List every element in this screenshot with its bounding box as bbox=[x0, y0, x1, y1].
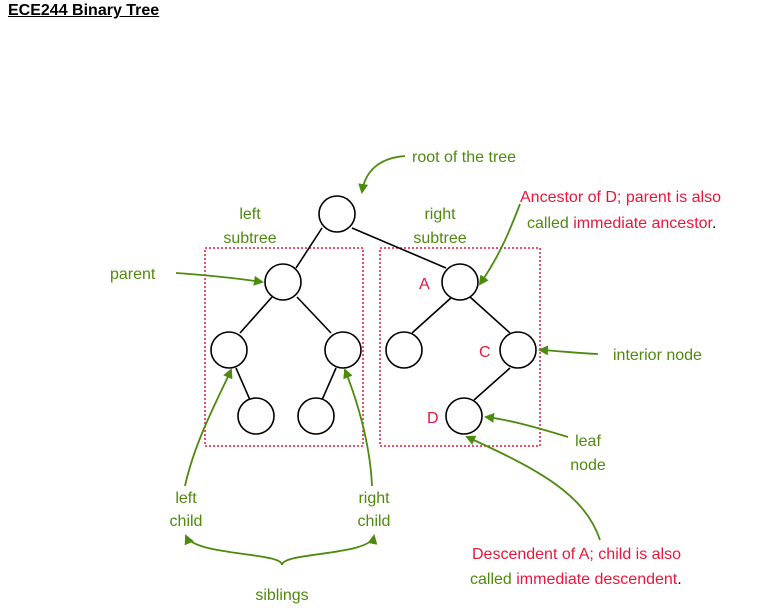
right-child-label-line2: child bbox=[358, 513, 391, 530]
descendent-note-line2: called immediate descendent. bbox=[470, 571, 682, 588]
tree-node-left-left bbox=[211, 332, 247, 368]
descendent-note-highlight-1: Descendent bbox=[472, 546, 558, 563]
leaf-node-label-line1: leaf bbox=[575, 433, 601, 450]
tree-node-root bbox=[319, 196, 355, 232]
root-label: root of the tree bbox=[412, 149, 516, 166]
left-child-label-line1: left bbox=[175, 490, 197, 507]
left-subtree-label-line2: subtree bbox=[223, 230, 276, 247]
tree-node-c bbox=[500, 332, 536, 368]
arrow-root bbox=[362, 156, 405, 192]
arrow-leaf bbox=[486, 417, 568, 437]
descendent-note-highlight-2: immediate descendent bbox=[516, 571, 678, 588]
descendent-note-line1: Descendent of A; child is also bbox=[472, 546, 681, 563]
descendent-note-rest: of A; child is also bbox=[557, 546, 681, 563]
ancestor-note-suffix: . bbox=[712, 215, 716, 232]
tree-node-d bbox=[446, 398, 482, 434]
tree-node-left bbox=[265, 264, 301, 300]
left-subtree-label-line1: left bbox=[239, 206, 261, 223]
tree-edges bbox=[236, 228, 510, 400]
arrow-siblings-right bbox=[282, 536, 374, 565]
right-subtree-label-line2: subtree bbox=[413, 230, 466, 247]
ancestor-note-highlight: immediate ancestor bbox=[573, 215, 713, 232]
siblings-label: siblings bbox=[255, 587, 308, 604]
tree-node-a bbox=[442, 264, 478, 300]
arrow-parent bbox=[176, 273, 262, 282]
tree-node-leaf-2 bbox=[298, 398, 334, 434]
left-child-label-line2: child bbox=[170, 513, 203, 530]
ancestor-note-line2: called immediate ancestor. bbox=[527, 215, 716, 232]
arrow-left-child bbox=[185, 370, 231, 486]
arrow-ancestor bbox=[480, 204, 520, 284]
ancestor-note-line1: Ancestor of D; parent is also bbox=[520, 189, 721, 206]
tree-node-a-left bbox=[386, 332, 422, 368]
right-child-label-line1: right bbox=[358, 490, 390, 507]
node-c-label: C bbox=[479, 344, 491, 361]
tree-node-leaf-1 bbox=[238, 398, 274, 434]
right-subtree-label-line1: right bbox=[424, 206, 456, 223]
arrow-interior bbox=[540, 350, 598, 354]
arrow-right-child bbox=[345, 370, 372, 486]
parent-label: parent bbox=[110, 266, 156, 283]
node-a-label: A bbox=[419, 276, 430, 293]
arrow-descendent bbox=[467, 437, 600, 540]
tree-node-left-right bbox=[325, 332, 361, 368]
descendent-note-suffix: . bbox=[677, 571, 681, 588]
descendent-note-prefix: called bbox=[470, 571, 516, 588]
interior-node-label: interior node bbox=[613, 347, 702, 364]
ancestor-note-prefix: called bbox=[527, 215, 573, 232]
leaf-node-label-line2: node bbox=[570, 457, 606, 474]
arrow-siblings-left bbox=[186, 536, 282, 565]
node-d-label: D bbox=[427, 410, 439, 427]
